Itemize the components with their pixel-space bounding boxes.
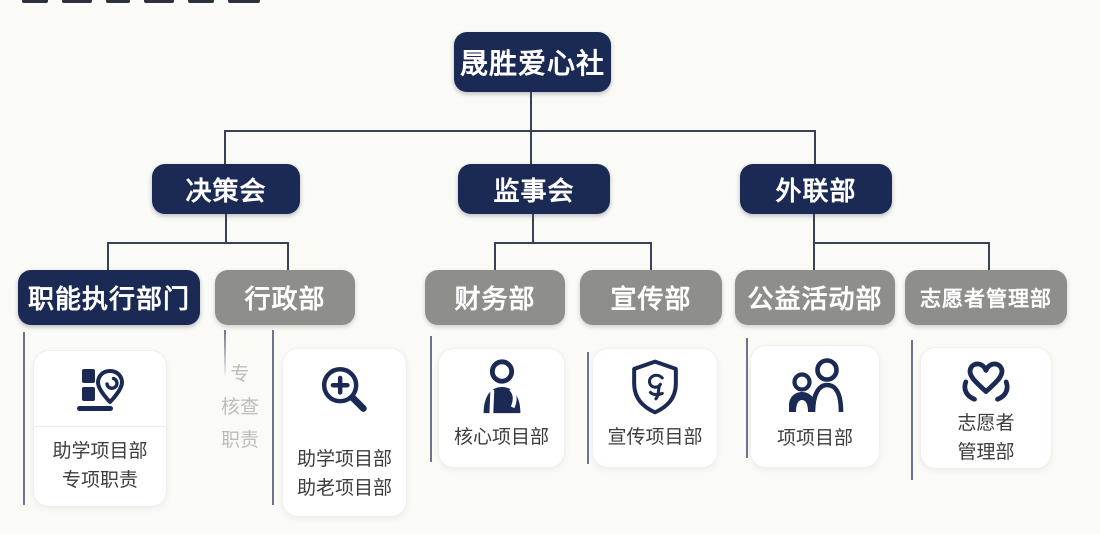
connector-line	[988, 242, 990, 270]
cropped-artifact	[228, 0, 260, 3]
cropped-artifact	[22, 0, 48, 3]
dept-label: 财务部	[454, 284, 536, 314]
branch-node-jianshihui: 监事会	[458, 164, 610, 214]
card-caption-line: 助老项目部	[296, 478, 392, 499]
zoom-plus-icon	[321, 367, 367, 412]
ghost-text: 核查	[220, 397, 259, 418]
connector-line	[494, 242, 652, 244]
connector-line	[224, 130, 226, 164]
card-side-line	[430, 336, 432, 462]
card-side-line	[911, 340, 913, 480]
dept-node-caiwu: 财务部	[425, 270, 565, 325]
card-side-line	[272, 330, 274, 505]
dept-label: 公益活动部	[747, 284, 883, 314]
card-caption: 助学项目部 助老项目部	[297, 445, 392, 503]
connector-line	[530, 92, 532, 164]
dept-card-gongyi: 项项目部	[750, 345, 880, 468]
card-caption-line: 志愿者	[957, 413, 1015, 434]
cropped-artifact	[144, 0, 174, 3]
branch-label: 决策会	[185, 175, 267, 206]
shield-emblem-icon	[632, 359, 678, 415]
dept-card-xuanchuan: 宣传项目部	[592, 348, 718, 468]
dept-card-hexin: 核心项目部	[438, 348, 565, 468]
dept-card-xingzheng: 助学项目部 助老项目部	[282, 348, 407, 517]
branch-node-wailianbu: 外联部	[740, 164, 892, 214]
connector-line	[224, 130, 816, 132]
root-node: 晟胜爱心社	[454, 32, 611, 92]
card-caption: 助学项目部 专项职责	[52, 437, 147, 495]
card-caption: 志愿者 管理部	[957, 409, 1014, 467]
card-caption: 核心项目部	[454, 423, 549, 452]
heart-hands-icon	[962, 361, 1010, 402]
card-caption-line: 专项职责	[61, 470, 138, 491]
branch-label: 外联部	[775, 175, 857, 206]
dept-node-zhineng: 职能执行部门	[18, 270, 200, 325]
card-side-line	[746, 338, 748, 458]
building-location-icon	[77, 369, 124, 411]
root-label: 晟胜爱心社	[459, 48, 605, 79]
dept-node-gongyi: 公益活动部	[735, 270, 895, 325]
connector-line	[225, 214, 227, 243]
ghost-text: 职责	[220, 430, 259, 451]
ghost-text: 专	[230, 364, 250, 385]
connector-line	[813, 242, 990, 244]
card-caption-line: 助学项目部	[296, 449, 392, 470]
connector-line	[107, 242, 289, 244]
card-caption: 项项目部	[777, 424, 853, 453]
connector-line	[107, 242, 109, 270]
dept-card-zhuxue: 助学项目部 专项职责	[33, 350, 167, 507]
cropped-artifact	[188, 0, 214, 3]
card-side-line	[224, 330, 226, 378]
people-icon	[789, 358, 844, 413]
card-caption-line: 宣传项目部	[607, 427, 703, 448]
cropped-artifact	[106, 0, 130, 3]
branch-label: 监事会	[493, 175, 575, 206]
cropped-artifact	[62, 0, 92, 3]
dept-label: 志愿者管理部	[920, 287, 1052, 311]
ghost-text-column: 专 核查 职责	[214, 358, 266, 457]
card-divider	[34, 426, 166, 427]
connector-line	[494, 242, 496, 270]
card-caption: 宣传项目部	[607, 423, 702, 452]
card-side-line	[23, 332, 25, 505]
dept-label: 宣传部	[610, 284, 692, 314]
dept-card-zhiyuanzhe: 志愿者 管理部	[920, 347, 1052, 469]
card-caption-line: 助学项目部	[52, 441, 148, 462]
dept-node-xingzheng: 行政部	[215, 270, 355, 325]
connector-line	[650, 242, 652, 270]
person-icon	[483, 359, 520, 414]
card-caption-line: 项项目部	[776, 428, 853, 449]
card-caption-line: 核心项目部	[453, 427, 549, 448]
branch-node-juecehui: 决策会	[152, 164, 300, 214]
connector-line	[532, 214, 534, 243]
card-caption-line: 管理部	[957, 442, 1015, 463]
dept-node-xuanchuan: 宣传部	[580, 270, 722, 325]
card-side-line	[587, 352, 589, 464]
connector-line	[814, 130, 816, 164]
dept-node-zhiyuanzhe: 志愿者管理部	[905, 270, 1067, 325]
dept-label: 行政部	[244, 284, 326, 314]
dept-label: 职能执行部门	[27, 284, 190, 314]
connector-line	[287, 242, 289, 270]
